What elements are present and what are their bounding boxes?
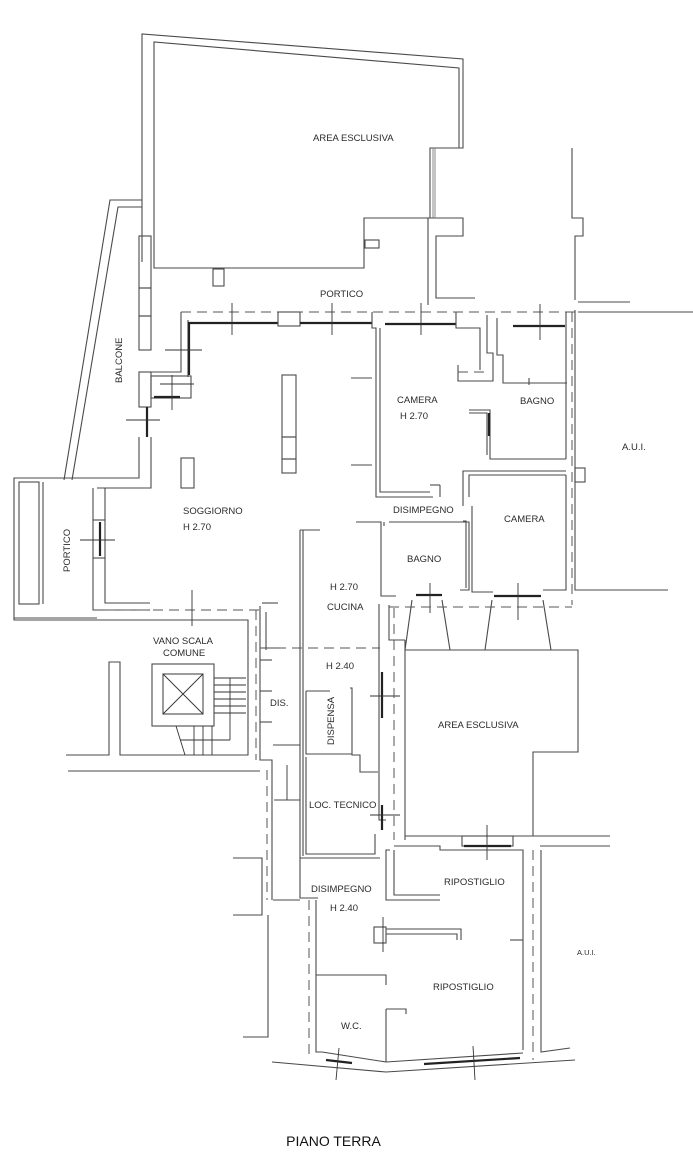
portico-top-label: PORTICO xyxy=(320,289,363,300)
camera-bagno-walls xyxy=(351,303,567,506)
dis-label: DIS. xyxy=(270,698,288,709)
vano-scala-label-line1: VANO SCALA xyxy=(153,636,214,647)
main-block-walls xyxy=(126,303,575,489)
camera-1-label: CAMERA xyxy=(397,395,438,406)
loc-tecnico-label: LOC. TECNICO xyxy=(309,800,376,811)
wc-label: W.C. xyxy=(341,1021,362,1032)
disimpegno-bagno-camera-walls xyxy=(356,475,572,641)
portico-left-label: PORTICO xyxy=(62,529,73,572)
dispensa-height-label: H 2.40 xyxy=(326,661,354,672)
bagno-2-label: BAGNO xyxy=(407,554,441,565)
cucina-height-label: H 2.70 xyxy=(330,582,358,593)
ripostiglio-2-label: RIPOSTIGLIO xyxy=(433,982,494,993)
camera-2-label: CAMERA xyxy=(504,514,545,525)
area-esclusiva-mid-walls xyxy=(404,599,610,860)
lower-block-walls xyxy=(233,845,576,1081)
aui-right-top-label: A.U.I. xyxy=(622,442,646,453)
bagno-1-label: BAGNO xyxy=(520,396,554,407)
aui-right-bottom-label: A.U.I. xyxy=(577,948,596,957)
soggiorno-height-label: H 2.70 xyxy=(183,522,211,533)
disimpegno-2-label: DISIMPEGNO xyxy=(311,884,372,895)
dis-corridor-walls xyxy=(255,602,300,900)
drawing-title: PIANO TERRA xyxy=(0,1133,693,1149)
disimpegno-1-label: DISIMPEGNO xyxy=(393,505,454,516)
balcone-walls xyxy=(63,199,152,489)
stair-steps xyxy=(175,677,246,756)
ripostiglio-1-label: RIPOSTIGLIO xyxy=(444,877,505,888)
area-esclusiva-top-label: AREA ESCLUSIVA xyxy=(313,133,394,144)
camera-1-height-label: H 2.70 xyxy=(400,411,428,422)
aui-right-walls xyxy=(571,148,693,605)
disimpegno-2-height-label: H 2.40 xyxy=(330,903,358,914)
portico-left-walls xyxy=(13,477,150,619)
drawing-title-text: PIANO TERRA xyxy=(286,1133,381,1149)
dispensa-label: DISPENSA xyxy=(326,696,337,745)
vano-scala-walls xyxy=(13,590,265,772)
cucina-label: CUCINA xyxy=(327,602,364,613)
area-esclusiva-top-walls xyxy=(141,33,475,305)
soggiorno-label: SOGGIORNO xyxy=(183,506,243,517)
balcone-label: BALCONE xyxy=(114,338,125,383)
vano-scala-label-line2: COMUNE xyxy=(163,648,205,659)
area-esclusiva-mid-label: AREA ESCLUSIVA xyxy=(438,720,519,731)
